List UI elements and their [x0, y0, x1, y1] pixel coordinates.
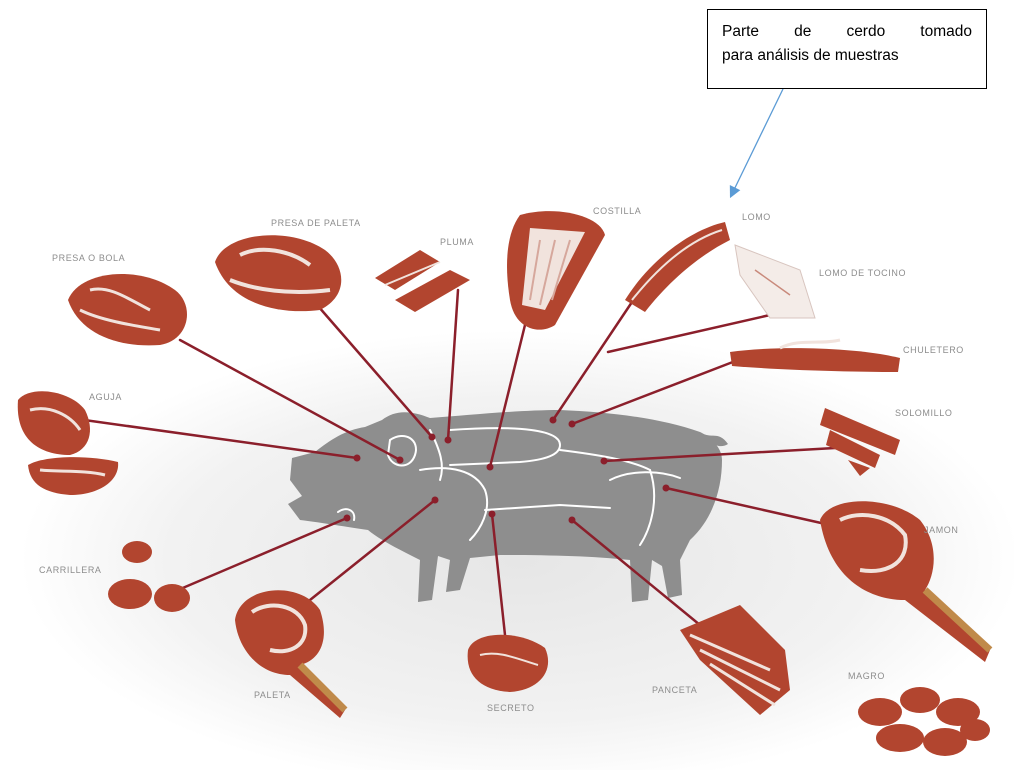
callout-word: Parte: [722, 20, 759, 44]
cut-label-aguja: AGUJA: [89, 392, 122, 402]
cut-label-presa-paleta: PRESA DE PALETA: [271, 218, 361, 228]
cut-label-lomo: LOMO: [742, 212, 771, 222]
cut-label-presa-bola: PRESA O BOLA: [52, 253, 125, 263]
cut-label-panceta: PANCETA: [652, 685, 697, 695]
callout-word: de: [794, 20, 811, 44]
cut-label-solomillo: SOLOMILLO: [895, 408, 952, 418]
callout-line-1: Parte de cerdo tomado: [722, 20, 972, 44]
callout-word: tomado: [920, 20, 972, 44]
callout-line-2: para análisis de muestras: [722, 44, 972, 68]
cut-label-carrillera: CARRILLERA: [39, 565, 102, 575]
cut-label-costilla: COSTILLA: [593, 206, 641, 216]
cut-label-magro: MAGRO: [848, 671, 885, 681]
cut-label-paleta: PALETA: [254, 690, 291, 700]
cut-image-lomo: [625, 222, 730, 312]
cut-label-pluma: PLUMA: [440, 237, 474, 247]
cut-label-lomo-tocino: LOMO DE TOCINO: [819, 268, 906, 278]
cut-label-secreto: SECRETO: [487, 703, 535, 713]
cut-label-jamon: JAMON: [924, 525, 959, 535]
cut-image-chuletero: [730, 340, 900, 372]
cut-label-chuletero: CHULETERO: [903, 345, 964, 355]
cut-image-lomo-tocino: [735, 245, 815, 318]
sample-callout-box: Parte de cerdo tomado para análisis de m…: [707, 9, 987, 89]
cut-image-presa-paleta: [215, 235, 341, 311]
cut-image-presa-bola: [68, 274, 187, 345]
cut-image-pluma: [375, 250, 470, 312]
callout-arrow: [731, 89, 783, 196]
callout-word: cerdo: [846, 20, 885, 44]
cut-image-costilla: [507, 211, 605, 330]
